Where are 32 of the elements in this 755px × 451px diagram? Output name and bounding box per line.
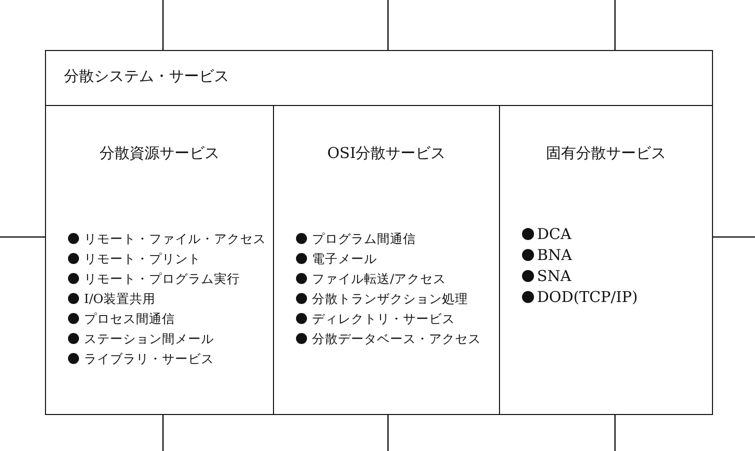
connector-line <box>162 0 164 50</box>
list-item: リモート・ファイル・アクセス <box>84 231 266 246</box>
list-item: BNA <box>537 246 572 264</box>
column-heading: 固有分散サービス <box>545 144 667 163</box>
list-item: ステーション間メール <box>84 331 214 346</box>
list-item: SNA <box>537 267 572 285</box>
service-column <box>45 105 274 415</box>
connector-line <box>387 0 389 50</box>
list-item: 電子メール <box>312 251 377 266</box>
list-item: DCA <box>537 225 572 243</box>
connector-line <box>614 415 616 451</box>
list-item: DOD(TCP/IP) <box>537 288 638 306</box>
connector-line <box>162 415 164 451</box>
list-item: ファイル転送/アクセス <box>312 271 446 286</box>
list-item: ライブラリ・サービス <box>84 351 214 366</box>
list-item: プロセス間通信 <box>84 311 175 326</box>
list-item: 分散トランザクション処理 <box>312 291 468 306</box>
column-heading: 分散資源サービス <box>98 144 220 163</box>
connector-line <box>713 236 755 238</box>
service-column <box>499 105 713 415</box>
column-heading: OSI分散サービス <box>326 144 447 163</box>
section-heading: 分散システム・サービス <box>64 67 229 86</box>
list-item: 分散データベース・アクセス <box>312 331 481 346</box>
list-item: プログラム間通信 <box>312 231 416 246</box>
header-band <box>45 50 713 106</box>
connector-line <box>387 415 389 451</box>
connector-line <box>614 0 616 50</box>
list-item: I/O装置共用 <box>84 291 156 306</box>
list-item: リモート・プログラム実行 <box>84 271 240 286</box>
connector-line <box>0 236 45 238</box>
list-item: ディレクトリ・サービス <box>312 311 455 326</box>
list-item: リモート・プリント <box>84 251 201 266</box>
